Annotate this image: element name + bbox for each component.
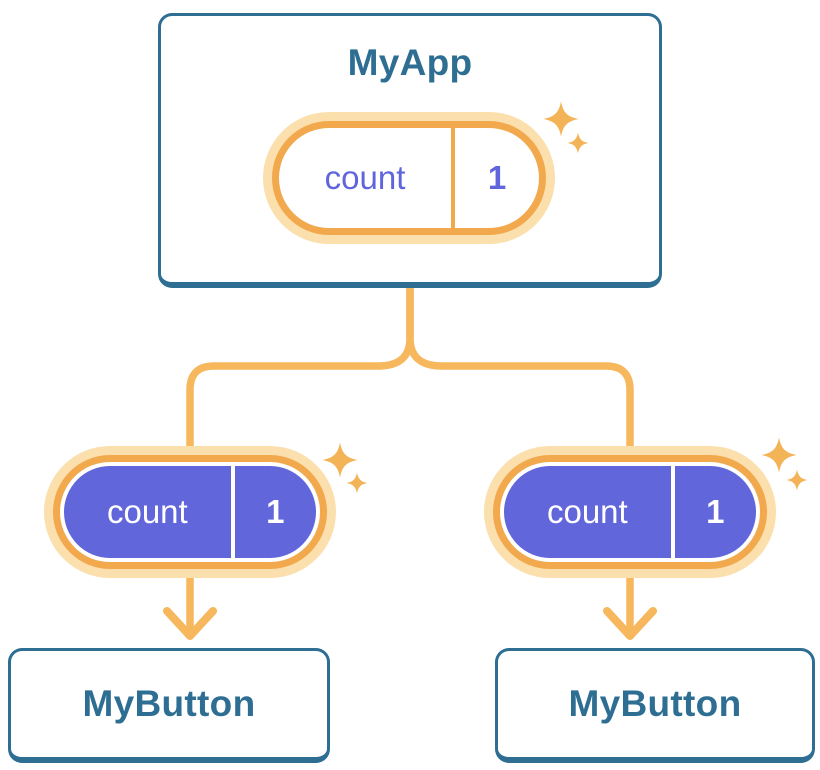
sparkle-star-big bbox=[543, 101, 579, 137]
pill-divider bbox=[670, 466, 675, 558]
state-value: 1 bbox=[487, 159, 507, 196]
pill-divider bbox=[451, 128, 456, 228]
pill-core: count 1 bbox=[279, 128, 539, 228]
arrowhead-left-icon bbox=[163, 607, 217, 640]
pill-gap: count 1 bbox=[60, 462, 320, 562]
state-key: count bbox=[106, 493, 188, 530]
component-label: MyButton bbox=[568, 683, 742, 724]
sparkle-star-small bbox=[346, 472, 368, 494]
sparkle-icon bbox=[761, 437, 808, 491]
sparkle-star-small bbox=[786, 469, 808, 491]
state-key: count bbox=[324, 159, 406, 196]
component-label: MyButton bbox=[82, 683, 256, 724]
pill-divider bbox=[230, 466, 235, 558]
pill-ring: count 1 bbox=[272, 121, 546, 235]
pill-core: count 1 bbox=[504, 466, 756, 558]
pill-ring: count 1 bbox=[53, 455, 327, 569]
component-card-child-right: MyButton bbox=[495, 648, 815, 763]
sparkle-icon bbox=[322, 442, 368, 494]
state-pill-child-left: count 1 bbox=[44, 446, 336, 578]
sparkle-icon bbox=[543, 101, 589, 154]
state-pill-child-right: count 1 bbox=[484, 446, 776, 578]
connector-right-branch bbox=[406, 285, 634, 636]
state-pill-root: count 1 bbox=[263, 112, 555, 244]
state-key: count bbox=[546, 493, 628, 530]
arrowhead-right-icon bbox=[603, 607, 657, 640]
component-card-child-left: MyButton bbox=[8, 648, 330, 763]
sparkle-star-small bbox=[567, 132, 589, 154]
sparkle-star-big bbox=[322, 442, 358, 478]
pill-ring: count 1 bbox=[493, 455, 767, 569]
sparkle-star-big bbox=[761, 437, 797, 473]
state-value: 1 bbox=[706, 493, 725, 530]
component-label: MyApp bbox=[347, 42, 473, 83]
pill-core: count 1 bbox=[64, 466, 316, 558]
state-value: 1 bbox=[266, 493, 285, 530]
pill-gap: count 1 bbox=[500, 462, 760, 562]
